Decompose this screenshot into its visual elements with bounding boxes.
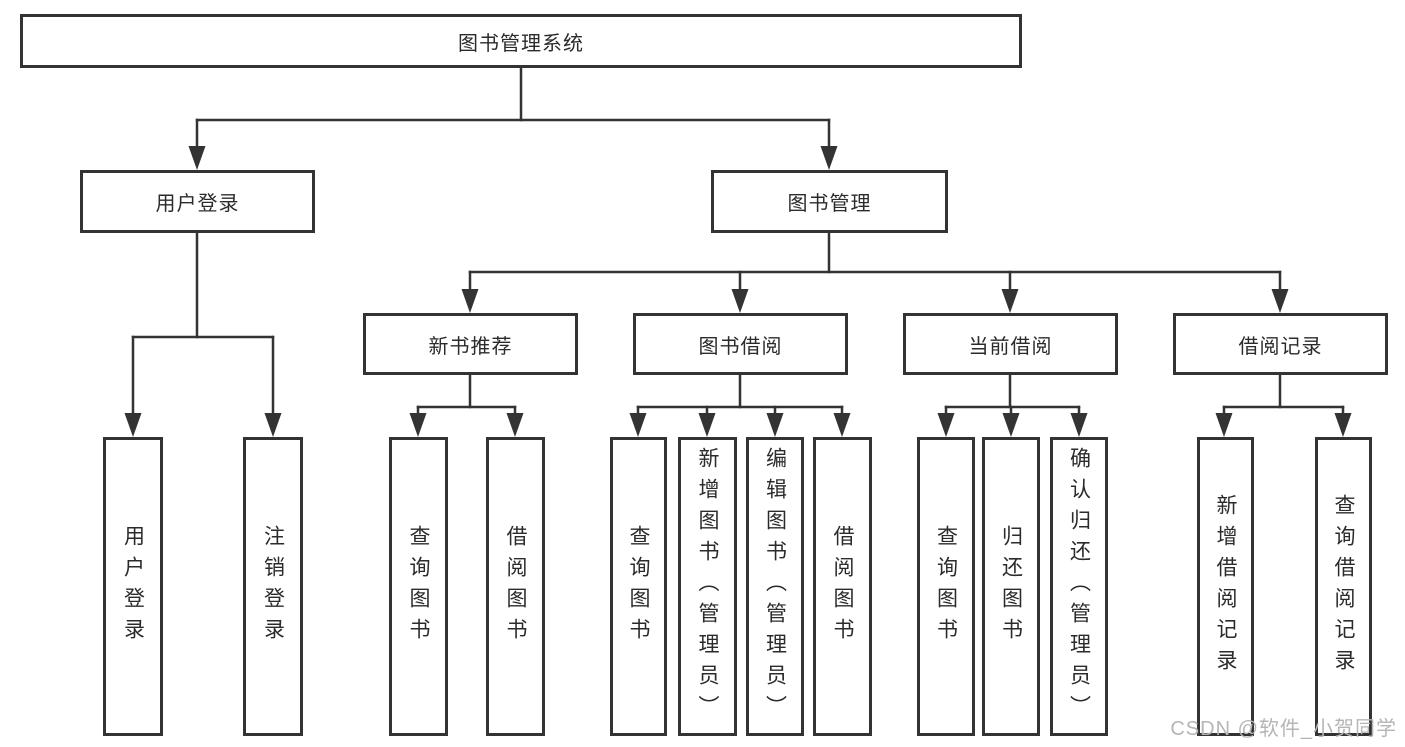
node-label: 注销登录	[261, 524, 285, 649]
node-leaf-edit-books-admin: 编辑图书（管理员）	[746, 437, 804, 736]
connector-user-login-to-leaves	[124, 231, 282, 437]
node-leaf-query-books-current: 查询图书	[917, 437, 975, 736]
node-label: 新增借阅记录	[1214, 493, 1237, 680]
connector-root-to-level2	[188, 66, 838, 170]
node-label: 查询图书	[627, 524, 650, 649]
node-label: 借阅图书	[504, 524, 527, 649]
node-current-borrow: 当前借阅	[903, 313, 1118, 375]
node-label: 图书借阅	[698, 335, 783, 358]
connector-book-borrow-to-leaves	[629, 373, 851, 437]
node-leaf-add-borrow-record: 新增借阅记录	[1197, 437, 1254, 736]
node-leaf-return-books: 归还图书	[982, 437, 1040, 736]
node-label: 新书推荐	[428, 335, 513, 358]
node-leaf-query-books-recommend: 查询图书	[389, 437, 448, 736]
csdn-watermark: CSDN @软件_小贺同学	[1170, 718, 1397, 740]
node-book-management: 图书管理	[711, 170, 948, 233]
node-label: 查询图书	[934, 524, 958, 649]
node-new-book-recommend: 新书推荐	[363, 313, 578, 375]
node-borrow-records: 借阅记录	[1173, 313, 1388, 375]
node-leaf-add-books-admin: 新增图书（管理员）	[678, 437, 737, 736]
node-label: 查询借阅记录	[1332, 493, 1355, 680]
node-label: 借阅记录	[1238, 335, 1323, 358]
node-leaf-query-books-borrow: 查询图书	[610, 437, 667, 736]
node-label: 用户登录	[121, 524, 145, 649]
node-label: 用户登录	[155, 193, 240, 215]
node-label: 编辑图书（管理员）	[763, 447, 787, 726]
node-label: 图书管理系统	[458, 32, 584, 55]
node-label: 确认归还（管理员）	[1067, 447, 1091, 726]
connector-borrow-records-to-leaves	[1215, 373, 1352, 437]
node-book-borrow: 图书借阅	[633, 313, 848, 375]
connector-book-mgmt-to-level3	[461, 231, 1289, 313]
node-label: 归还图书	[999, 524, 1023, 649]
node-user-login: 用户登录	[80, 170, 315, 233]
node-leaf-borrow-books-recommend: 借阅图书	[486, 437, 545, 736]
node-leaf-confirm-return-admin: 确认归还（管理员）	[1050, 437, 1108, 736]
node-label: 当前借阅	[968, 335, 1053, 358]
connector-new-book-to-leaves	[409, 373, 524, 437]
connector-current-borrow-to-leaves	[937, 373, 1088, 437]
node-leaf-user-login: 用户登录	[103, 437, 163, 736]
node-label: 新增图书（管理员）	[696, 447, 719, 726]
node-library-management-system: 图书管理系统	[20, 14, 1022, 68]
node-leaf-borrow-books: 借阅图书	[813, 437, 872, 736]
node-leaf-query-borrow-record: 查询借阅记录	[1315, 437, 1372, 736]
node-label: 查询图书	[407, 524, 430, 649]
node-leaf-logout: 注销登录	[243, 437, 303, 736]
node-label: 图书管理	[787, 193, 872, 215]
node-label: 借阅图书	[831, 524, 854, 649]
